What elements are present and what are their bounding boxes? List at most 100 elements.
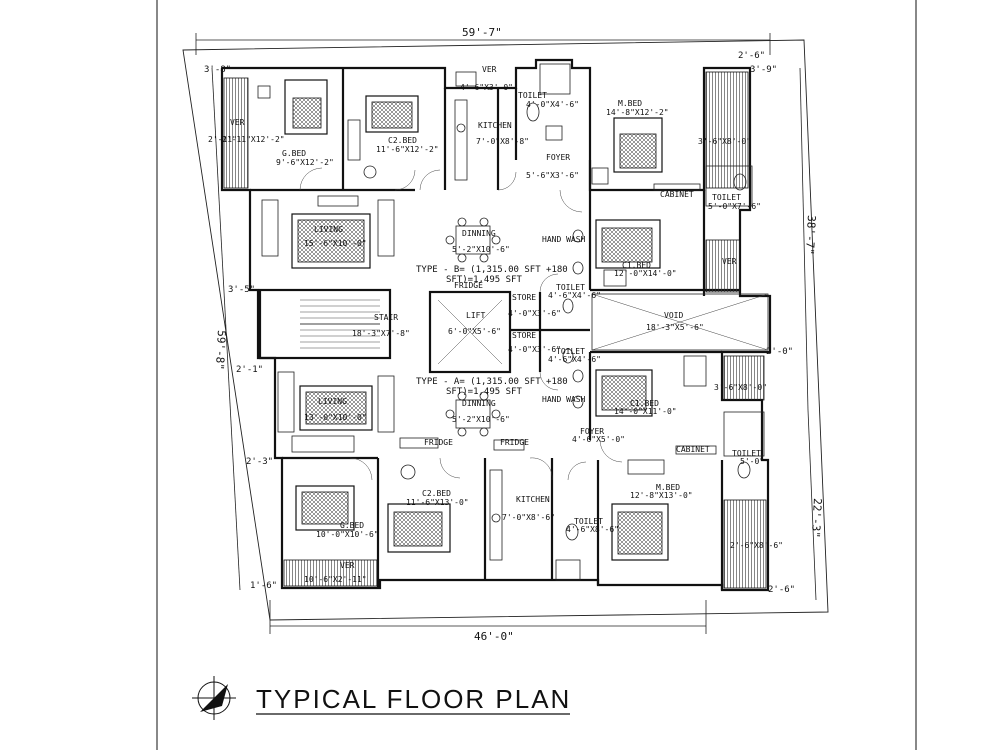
dim-left-mid-3: 2'-3"	[246, 457, 273, 467]
label-c1-bed-bottom: C1.BED	[630, 399, 659, 408]
label-foyer-bottom: FOYER	[580, 427, 604, 436]
size-stair: 18'-3"X7'-8"	[352, 329, 410, 338]
label-ver-bottom-left: VER	[340, 561, 355, 570]
size-toilet-mid-bottom: 4'-6"X4'-6"	[548, 355, 601, 364]
label-toilet-top-right: TOILET	[712, 193, 741, 202]
size-store-top: 4'-0"X3'-6"	[508, 309, 561, 318]
label-type-b-line2: SFT)=1,495 SFT	[446, 275, 522, 285]
label-hand-wash-top: HAND WASH	[542, 235, 586, 244]
size-kitchen-bottom: 7'-0"X8'-6"	[502, 513, 555, 522]
size-c2-bed-top: 11'-6"X12'-2"	[376, 145, 439, 154]
size-kitchen-top: 7'-0"X8'-8"	[476, 137, 529, 146]
size-m-bed-bottom: 12'-8"X13'-0"	[630, 491, 693, 500]
label-type-a: TYPE - A= (1,315.00 SFT +180	[416, 377, 568, 387]
label-ver-top-left: VER	[230, 118, 245, 127]
label-m-bed-top: M.BED	[618, 99, 642, 108]
size-store-bottom: 4'-0"X3'-6"	[508, 345, 561, 354]
size-foyer-top: 5'-6"X3'-6"	[526, 171, 579, 180]
label-lift: LIFT	[466, 311, 485, 320]
label-fridge-1: FRIDGE	[424, 438, 453, 447]
north-arrow-icon	[192, 676, 236, 720]
size-toilet-bottom: 4'-6"X8'-6"	[566, 525, 619, 534]
stair-treads	[300, 299, 380, 349]
label-type-a-line2: SFT)=1,495 SFT	[446, 387, 522, 397]
right-dimension: 38'-7" 22'-3"	[799, 67, 824, 601]
size-living-top: 15'-6"X10'-0"	[304, 239, 367, 248]
size-c2-bed-bottom: 11'-6"X13'-0"	[406, 498, 469, 507]
title-block: TYPICAL FLOOR PLAN	[192, 676, 571, 720]
size-ver-right-bottom: 3'-6"X8'-0"	[714, 383, 767, 392]
label-cabinet-top: CABINET	[660, 190, 694, 199]
label-c2-bed-bottom: C2.BED	[422, 489, 451, 498]
label-cabinet-bottom: CABINET	[676, 445, 710, 454]
label-store-bottom: STORE	[512, 331, 536, 340]
verandah-bottom-left	[283, 559, 379, 587]
size-c1-bed-bottom: 14'-0"X11'-0"	[614, 407, 677, 416]
label-living-bottom: LIVING	[318, 397, 347, 406]
label-dinning-top: DINNING	[462, 229, 496, 238]
label-toilet-right-bottom: TOILET	[732, 449, 761, 458]
label-m-bed-bottom: M.BED	[656, 483, 680, 492]
label-toilet-bottom: TOILET	[574, 517, 603, 526]
bottom-unit-furniture	[277, 355, 767, 589]
building-walls	[220, 58, 772, 592]
site-boundary	[182, 39, 829, 621]
dim-right-mid-small: 2'-0"	[766, 347, 793, 357]
label-foyer-top: FOYER	[546, 153, 570, 162]
verandah-right-top	[705, 239, 741, 293]
left-dimension: 59'-8"	[211, 67, 241, 591]
label-dinning-bottom: DINNING	[462, 399, 496, 408]
label-toilet-top: TOILET	[518, 91, 547, 100]
drawing-title: TYPICAL FLOOR PLAN	[256, 684, 571, 714]
label-g-bed-top: G.BED	[282, 149, 306, 158]
size-dinning-top: 5'-2"X10'-6"	[452, 245, 510, 254]
label-stair: STAIR	[374, 313, 398, 322]
label-kitchen-top: KITCHEN	[478, 121, 512, 130]
size-living-bottom: 13'-0"X10'-0"	[304, 413, 367, 422]
dim-bottom-right-small: 2'-6"	[768, 585, 795, 595]
top-width-dim: 59'-7"	[462, 26, 502, 39]
label-fridge-2: FRIDGE	[500, 438, 529, 447]
size-toilet-mid-top: 4'-6"X4'-6"	[548, 291, 601, 300]
size-ver-top-right: 3'-6"X8'-0"	[698, 137, 751, 146]
size-ver-top-left: 2'-11"X12'-2"	[222, 135, 285, 144]
bottom-dimension: 46'-0"	[269, 600, 707, 643]
size-ver-bottom-right: 2'-6"X8'-6"	[730, 541, 783, 550]
size-toilet-top: 4'-0"X4'-6"	[526, 100, 579, 109]
label-fridge-3: FRIDGE	[454, 281, 483, 290]
label-c1-bed-top: C1.BED	[622, 261, 651, 270]
size-dinning-bottom: 5'-2"X10'-6"	[452, 415, 510, 424]
room-labels: G.BED 9'-6"X12'-2" C2.BED 11'-6"X12'-2" …	[222, 65, 783, 584]
verandah-right-bottom	[723, 355, 765, 401]
top-dimension: 59'-7"	[195, 26, 771, 55]
size-toilet-right-bottom: 5'-0"	[740, 457, 764, 466]
size-g-bed-bottom: 10'-0"X10'-6"	[316, 530, 379, 539]
label-store-top: STORE	[512, 293, 536, 302]
right-lower-dim: 22'-3"	[809, 498, 824, 538]
size-toilet-top-right: 5'-0"X7'-6"	[708, 202, 761, 211]
size-ver-top-mid: 4'-6"X3'-0"	[460, 83, 513, 92]
label-type-b: TYPE - B= (1,315.00 SFT +180	[416, 265, 568, 275]
bottom-width-dim: 46'-0"	[474, 630, 514, 643]
label-living-top: LIVING	[314, 225, 343, 234]
dim-left-mid-1: 3'-5"	[228, 285, 255, 295]
size-ver-bottom-left: 10'-6"X2'-11"	[304, 575, 367, 584]
dim-bottom-left-small: 1'-6"	[250, 581, 277, 591]
label-void: VOID	[664, 311, 683, 320]
top-unit-furniture	[223, 63, 753, 293]
size-c1-bed-top: 12'-0"X14'-0"	[614, 269, 677, 278]
size-m-bed-top: 14'-8"X12'-2"	[606, 108, 669, 117]
dim-top-left-offset: 3'-8"	[204, 65, 231, 75]
verandah-bottom-right	[723, 499, 767, 589]
dim-left-mid-2: 2'-1"	[236, 365, 263, 375]
void-area	[591, 293, 769, 351]
label-g-bed-bottom: G.BED	[340, 521, 364, 530]
size-g-bed-top: 9'-6"X12'-2"	[276, 158, 334, 167]
label-c2-bed-top: C2.BED	[388, 136, 417, 145]
lift-shaft	[428, 290, 512, 374]
left-height-dim: 59'-8"	[213, 330, 228, 370]
label-kitchen-bottom: KITCHEN	[516, 495, 550, 504]
dim-top-right-small: 2'-6"	[738, 51, 765, 61]
